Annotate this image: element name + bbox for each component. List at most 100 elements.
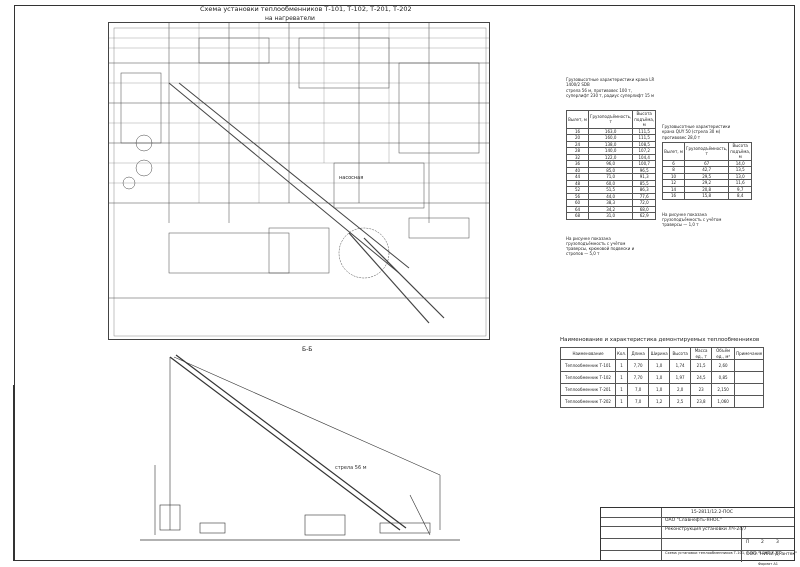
table3-cell: 1 <box>614 371 629 384</box>
drawing-frame <box>14 5 795 561</box>
table2-note: На рисунке показана грузоподъёмность с у… <box>662 212 722 227</box>
table3-cell: Теплообменник Т-102 <box>560 371 616 384</box>
plan-title: Схема установки теплообменников Т-101, Т… <box>200 5 412 13</box>
exchanger-table: Наименование Кол. Длина Ширина Высота Ма… <box>560 347 765 408</box>
table3-header: Наименование <box>560 347 616 360</box>
table2-cell: 8,4 <box>728 192 753 200</box>
table2-caption: Грузовысотные характеристики крана QUY 5… <box>662 124 731 134</box>
table3-cell: 21,5 <box>690 359 713 372</box>
table1-header: Грузоподъёмность, т <box>587 110 634 129</box>
table3-cell: 1,0 <box>648 359 671 372</box>
table3-header: Объём ед., м³ <box>711 347 736 360</box>
drawing-title: Схема установки теплообменников Т-101, Т… <box>665 551 783 555</box>
table3-cell: 2,5 <box>669 395 692 408</box>
table1-caption2: стрела 56 м, противовес 100 т, суперлифт… <box>566 88 655 98</box>
sheet-format: Формат А1 <box>758 562 778 566</box>
table3-cell <box>734 395 765 408</box>
table3-cell: 7,70 <box>627 359 650 372</box>
company: ОАО "Славнефть-ЯНОС" <box>665 518 722 523</box>
developer: ООО "НИПИ ДГантек" <box>746 552 798 557</box>
table3-header: Ширина <box>648 347 671 360</box>
table3-header: Высота <box>669 347 692 360</box>
table3-cell: 1,97 <box>669 371 692 384</box>
plan-subtitle: на нагреватели <box>265 15 315 22</box>
stage: П <box>746 540 750 545</box>
table1-caption: Грузовысотные характеристики крана LR 14… <box>566 77 655 87</box>
table3-header: Примечание <box>734 347 765 360</box>
table3-cell: 1,2 <box>648 395 671 408</box>
table3-cell <box>734 359 765 372</box>
object-name: Реконструкция установки ЛЧ-24/7 <box>665 527 747 532</box>
table3-cell: 7,0 <box>627 395 650 408</box>
crane1-load-table: Вылет, м Грузоподъёмность, т Высота подъ… <box>566 110 657 220</box>
table3-cell: 7,70 <box>627 371 650 384</box>
crane2-load-table: Вылет, м Грузоподъёмность, т Высота подъ… <box>662 142 753 200</box>
table3-cell: 24,5 <box>690 371 713 384</box>
margin-strip <box>0 385 14 561</box>
table2-header: Высота подъёма, м <box>728 142 753 161</box>
table3-cell <box>734 383 765 396</box>
sheet-count: 3 <box>776 540 779 545</box>
table3-cell: 2,60 <box>711 359 736 372</box>
table1-note: На рисунке показана грузоподъёмность с у… <box>566 236 635 256</box>
table2-cell: 16 <box>662 192 685 200</box>
crane-label: стрела 56 м <box>335 465 367 471</box>
table1-cell: 68 <box>566 212 589 220</box>
site-plan-drawing <box>109 23 489 337</box>
table3-cell: 7,0 <box>627 383 650 396</box>
table2-cell: 15,8 <box>683 192 730 200</box>
table3-cell: Теплообменник Т-201 <box>560 383 616 396</box>
table3-cell: 1,060 <box>711 395 736 408</box>
table2-header: Грузоподъёмность, т <box>683 142 730 161</box>
table2-caption2: противовес 28,0 т <box>662 135 701 140</box>
table3-cell: 2,150 <box>711 383 736 396</box>
table3-header: Кол. <box>614 347 629 360</box>
table3-cell: 1,74 <box>669 359 692 372</box>
doc-number: 15-2811/12.2-ПОС <box>691 510 734 515</box>
table3-cell: Теплообменник Т-202 <box>560 395 616 408</box>
table3-cell: 1,0 <box>648 383 671 396</box>
table3-cell: 1,0 <box>648 371 671 384</box>
table3-header: Длина <box>627 347 650 360</box>
crane-elevation: стрела 56 м <box>140 354 460 541</box>
table3-header: Масса ед., т <box>690 347 713 360</box>
table3-cell <box>734 371 765 384</box>
table3-cell: Теплообменник Т-101 <box>560 359 616 372</box>
sheet-number: 2 <box>761 540 764 545</box>
site-plan: насосная <box>108 22 490 340</box>
building-label: насосная <box>339 175 364 181</box>
table3-cell: 0,85 <box>711 371 736 384</box>
table3-cell: 1 <box>614 359 629 372</box>
title-block: 15-2811/12.2-ПОС ОАО "Славнефть-ЯНОС" Ре… <box>600 507 798 562</box>
table3-cell: 23,8 <box>690 395 713 408</box>
table1-header: Вылет, м <box>566 110 589 129</box>
table1-header: Высота подъёма, м <box>632 110 657 129</box>
table3-cell: 1 <box>614 383 629 396</box>
table2-header: Вылет, м <box>662 142 685 161</box>
table3-caption: Наименование и характеристика демонтируе… <box>560 337 760 343</box>
table1-cell: 62,9 <box>632 212 657 220</box>
table3-cell: 1 <box>614 395 629 408</box>
